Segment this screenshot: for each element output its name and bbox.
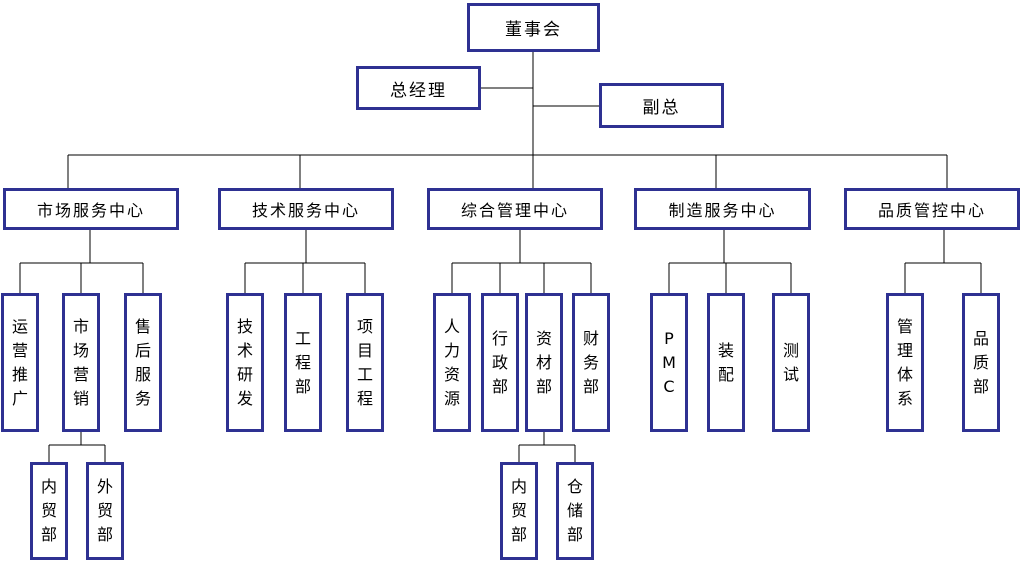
node-label: 项目工程 — [356, 316, 373, 408]
node-label: 市场服务中心 — [36, 201, 145, 220]
node-quality-dept: 品质部 — [962, 293, 1000, 432]
node-label: 副总 — [642, 98, 681, 118]
node-marketing: 市场营销 — [62, 293, 100, 432]
node-label: 售后服务 — [134, 316, 151, 408]
node-after-sales-service: 售后服务 — [124, 293, 162, 432]
node-project-engineering: 项目工程 — [346, 293, 384, 432]
node-label: 制造服务中心 — [668, 201, 777, 220]
node-quality-control-center: 品质管控中心 — [844, 188, 1020, 230]
node-label: 资材部 — [535, 328, 552, 396]
node-label: 技术服务中心 — [251, 201, 360, 220]
node-label: PMC — [662, 328, 676, 396]
node-engineering-dept: 工程部 — [284, 293, 322, 432]
node-general-management-center: 综合管理中心 — [427, 188, 603, 230]
node-finance-dept: 财务部 — [572, 293, 610, 432]
node-label: 内贸部 — [510, 477, 527, 544]
node-technical-service-center: 技术服务中心 — [218, 188, 394, 230]
node-label: 综合管理中心 — [460, 201, 569, 220]
node-label: 装配 — [717, 340, 734, 384]
node-label: 工程部 — [294, 328, 311, 396]
node-admin-dept: 行政部 — [481, 293, 519, 432]
node-foreign-trade-dept: 外贸部 — [86, 462, 124, 560]
node-market-service-center: 市场服务中心 — [3, 188, 179, 230]
node-label: 董事会 — [505, 20, 562, 40]
node-label: 市场营销 — [72, 316, 89, 408]
node-manufacturing-service-center: 制造服务中心 — [634, 188, 811, 230]
node-label: 总经理 — [390, 80, 447, 101]
node-label: 外贸部 — [96, 477, 113, 544]
node-label: 品质管控中心 — [877, 201, 986, 220]
node-domestic-trade-dept-materials: 内贸部 — [500, 462, 538, 560]
node-label: 测试 — [782, 340, 799, 384]
node-label: 财务部 — [582, 328, 599, 396]
node-operations-promotion: 运营推广 — [1, 293, 39, 432]
node-human-resources: 人力资源 — [433, 293, 471, 432]
node-label: 品质部 — [972, 328, 989, 396]
node-label: 运营推广 — [11, 316, 28, 408]
node-assembly: 装配 — [707, 293, 745, 432]
node-label: 内贸部 — [40, 477, 57, 544]
node-board: 董事会 — [467, 3, 600, 52]
node-label: 行政部 — [491, 328, 508, 396]
node-warehouse-dept: 仓储部 — [556, 462, 594, 560]
node-label: 管理体系 — [896, 316, 913, 408]
node-label: 人力资源 — [443, 316, 460, 408]
node-tech-rd: 技术研发 — [226, 293, 264, 432]
node-pmc: PMC — [650, 293, 688, 432]
node-materials-dept: 资材部 — [525, 293, 563, 432]
node-management-system: 管理体系 — [886, 293, 924, 432]
node-domestic-trade-dept-marketing: 内贸部 — [30, 462, 68, 560]
node-general-manager: 总经理 — [356, 66, 481, 110]
node-label: 仓储部 — [566, 477, 583, 544]
node-vice-general-manager: 副总 — [599, 83, 724, 128]
node-label: 技术研发 — [236, 316, 253, 408]
node-testing: 测试 — [772, 293, 810, 432]
